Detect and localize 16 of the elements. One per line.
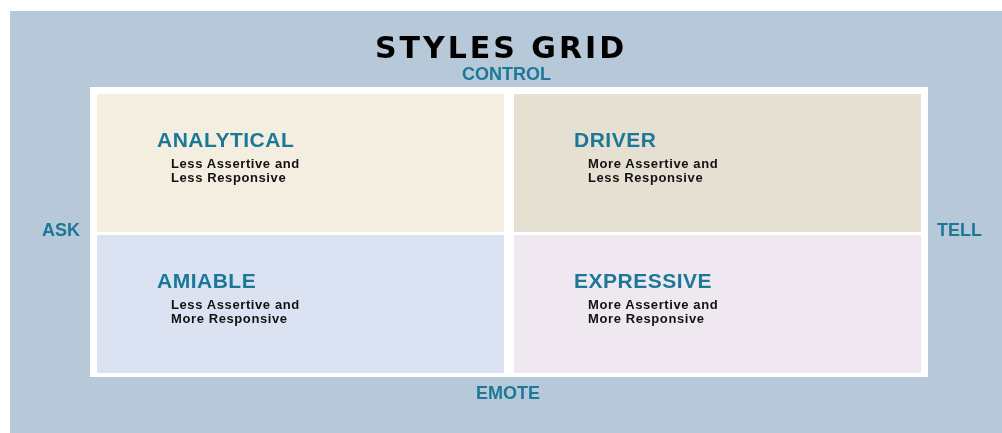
axis-label: CONTROL	[462, 64, 551, 85]
axis-label: ASK	[42, 220, 80, 241]
quadrant-description: More Assertive and Less Responsive	[588, 157, 720, 185]
quadrant-box	[97, 94, 504, 232]
axis-label: TELL	[937, 220, 982, 241]
quadrant-box	[97, 235, 504, 373]
quadrant-description: More Assertive and More Responsive	[588, 298, 720, 326]
quadrant-heading: ANALYTICAL	[157, 128, 295, 152]
quadrant-description: Less Assertive and More Responsive	[171, 298, 301, 326]
quadrant-box	[514, 94, 921, 232]
title: STYLES GRID	[373, 30, 629, 65]
quadrant-heading: DRIVER	[574, 128, 657, 152]
quadrant-heading: EXPRESSIVE	[574, 269, 713, 293]
axis-label: EMOTE	[476, 383, 540, 404]
quadrant-heading: AMIABLE	[157, 269, 257, 293]
quadrant-description: Less Assertive and Less Responsive	[171, 157, 301, 185]
